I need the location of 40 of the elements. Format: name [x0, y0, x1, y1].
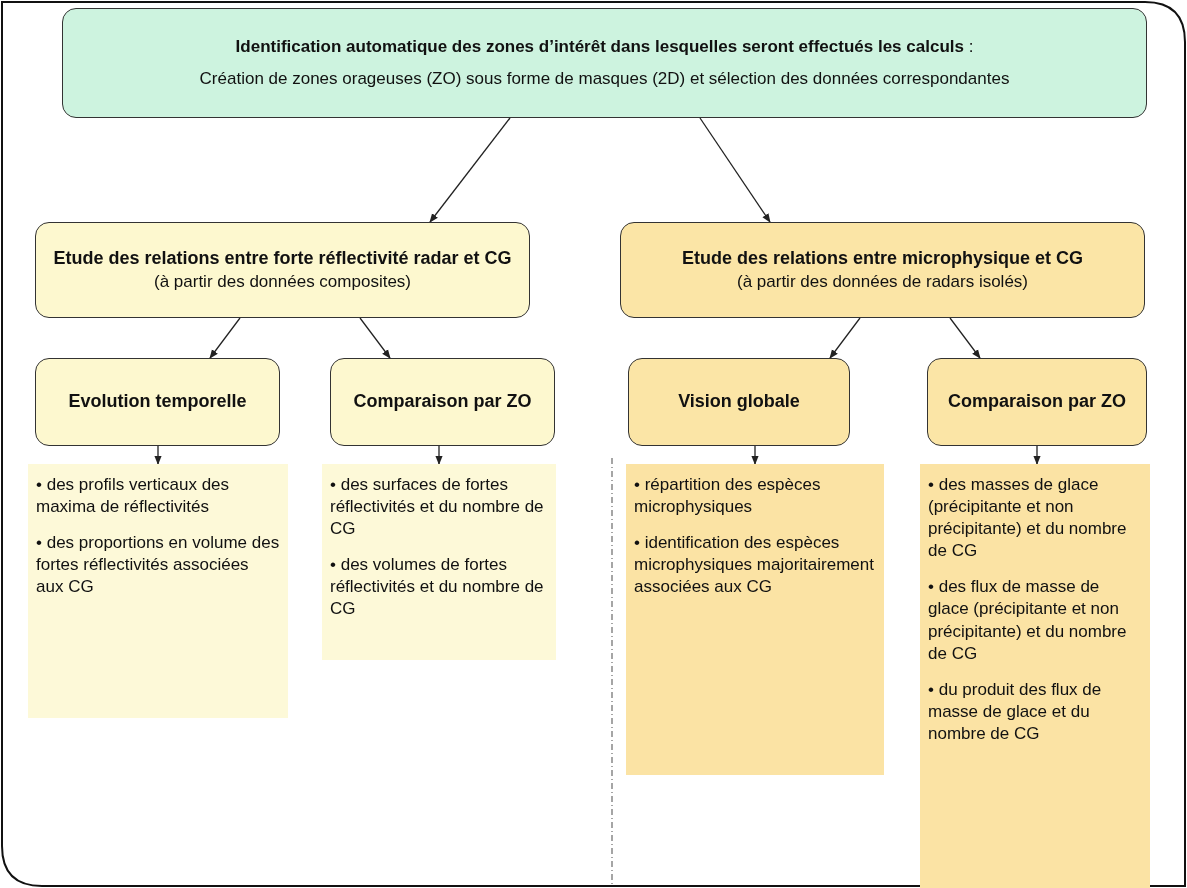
process-box	[35, 222, 530, 318]
arrow	[699, 117, 771, 223]
arrow	[154, 445, 162, 465]
box-heading: Comparaison par ZO	[948, 390, 1126, 414]
bullet-list-panel	[626, 464, 884, 775]
bullet-item: • des flux de masse de glace (précipitante et non précipitante) et du nombre de CG	[928, 576, 1128, 665]
arrow	[751, 445, 759, 465]
box-heading: Vision globale	[678, 390, 800, 414]
arrow	[949, 317, 981, 359]
bullet-item: • du produit des flux de masse de glace et du nombre de CG	[928, 678, 1103, 745]
bullet-item: • répartition des espèces microphysiques	[634, 474, 822, 519]
box-text: Création de zones orageuses (ZO) sous forme de masques (2D) et sélection des données correspondantes	[199, 68, 1010, 90]
box-heading: Comparaison par ZO	[353, 390, 532, 414]
process-box	[628, 358, 850, 446]
arrow	[1033, 445, 1041, 465]
arrow	[829, 317, 861, 359]
bullet-list-panel	[28, 464, 288, 718]
bullet-item: • des surfaces de fortes réflectivités et du nombre de CG	[330, 474, 545, 541]
arrow	[359, 317, 391, 359]
arrow	[429, 117, 511, 223]
arrow	[209, 317, 241, 359]
box-heading: Identification automatique des zones d’intérêt dans lesquelles seront effectués les calculs :	[235, 35, 974, 58]
bullet-item: • des proportions en volume des fortes réflectivités associées aux CG	[36, 532, 280, 599]
box-heading: Etude des relations entre microphysique et CG	[681, 247, 1084, 271]
bullet-item: • des masses de glace (précipitante et non précipitante) et du nombre de CG	[928, 474, 1128, 563]
box-text: (à partir des données composites)	[154, 270, 411, 293]
arrow	[435, 445, 443, 465]
bullet-item: • identification des espèces microphysiques majoritairement associées aux CG	[634, 532, 875, 599]
process-box	[35, 358, 280, 446]
box-text: (à partir des données de radars isolés)	[736, 270, 1028, 293]
bullet-item: • des volumes de fortes réflectivités et du nombre de CG	[330, 554, 545, 621]
bullet-item: • des profils verticaux des maxima de réflectivités	[36, 474, 231, 519]
process-box	[330, 358, 555, 446]
process-box	[927, 358, 1147, 446]
box-heading: Evolution temporelle	[68, 390, 247, 414]
box-heading: Etude des relations entre forte réflectivité radar et CG	[53, 247, 512, 271]
process-box	[620, 222, 1145, 318]
process-box	[62, 8, 1147, 118]
bullet-list-panel	[920, 464, 1150, 888]
bullet-list-panel	[322, 464, 556, 660]
